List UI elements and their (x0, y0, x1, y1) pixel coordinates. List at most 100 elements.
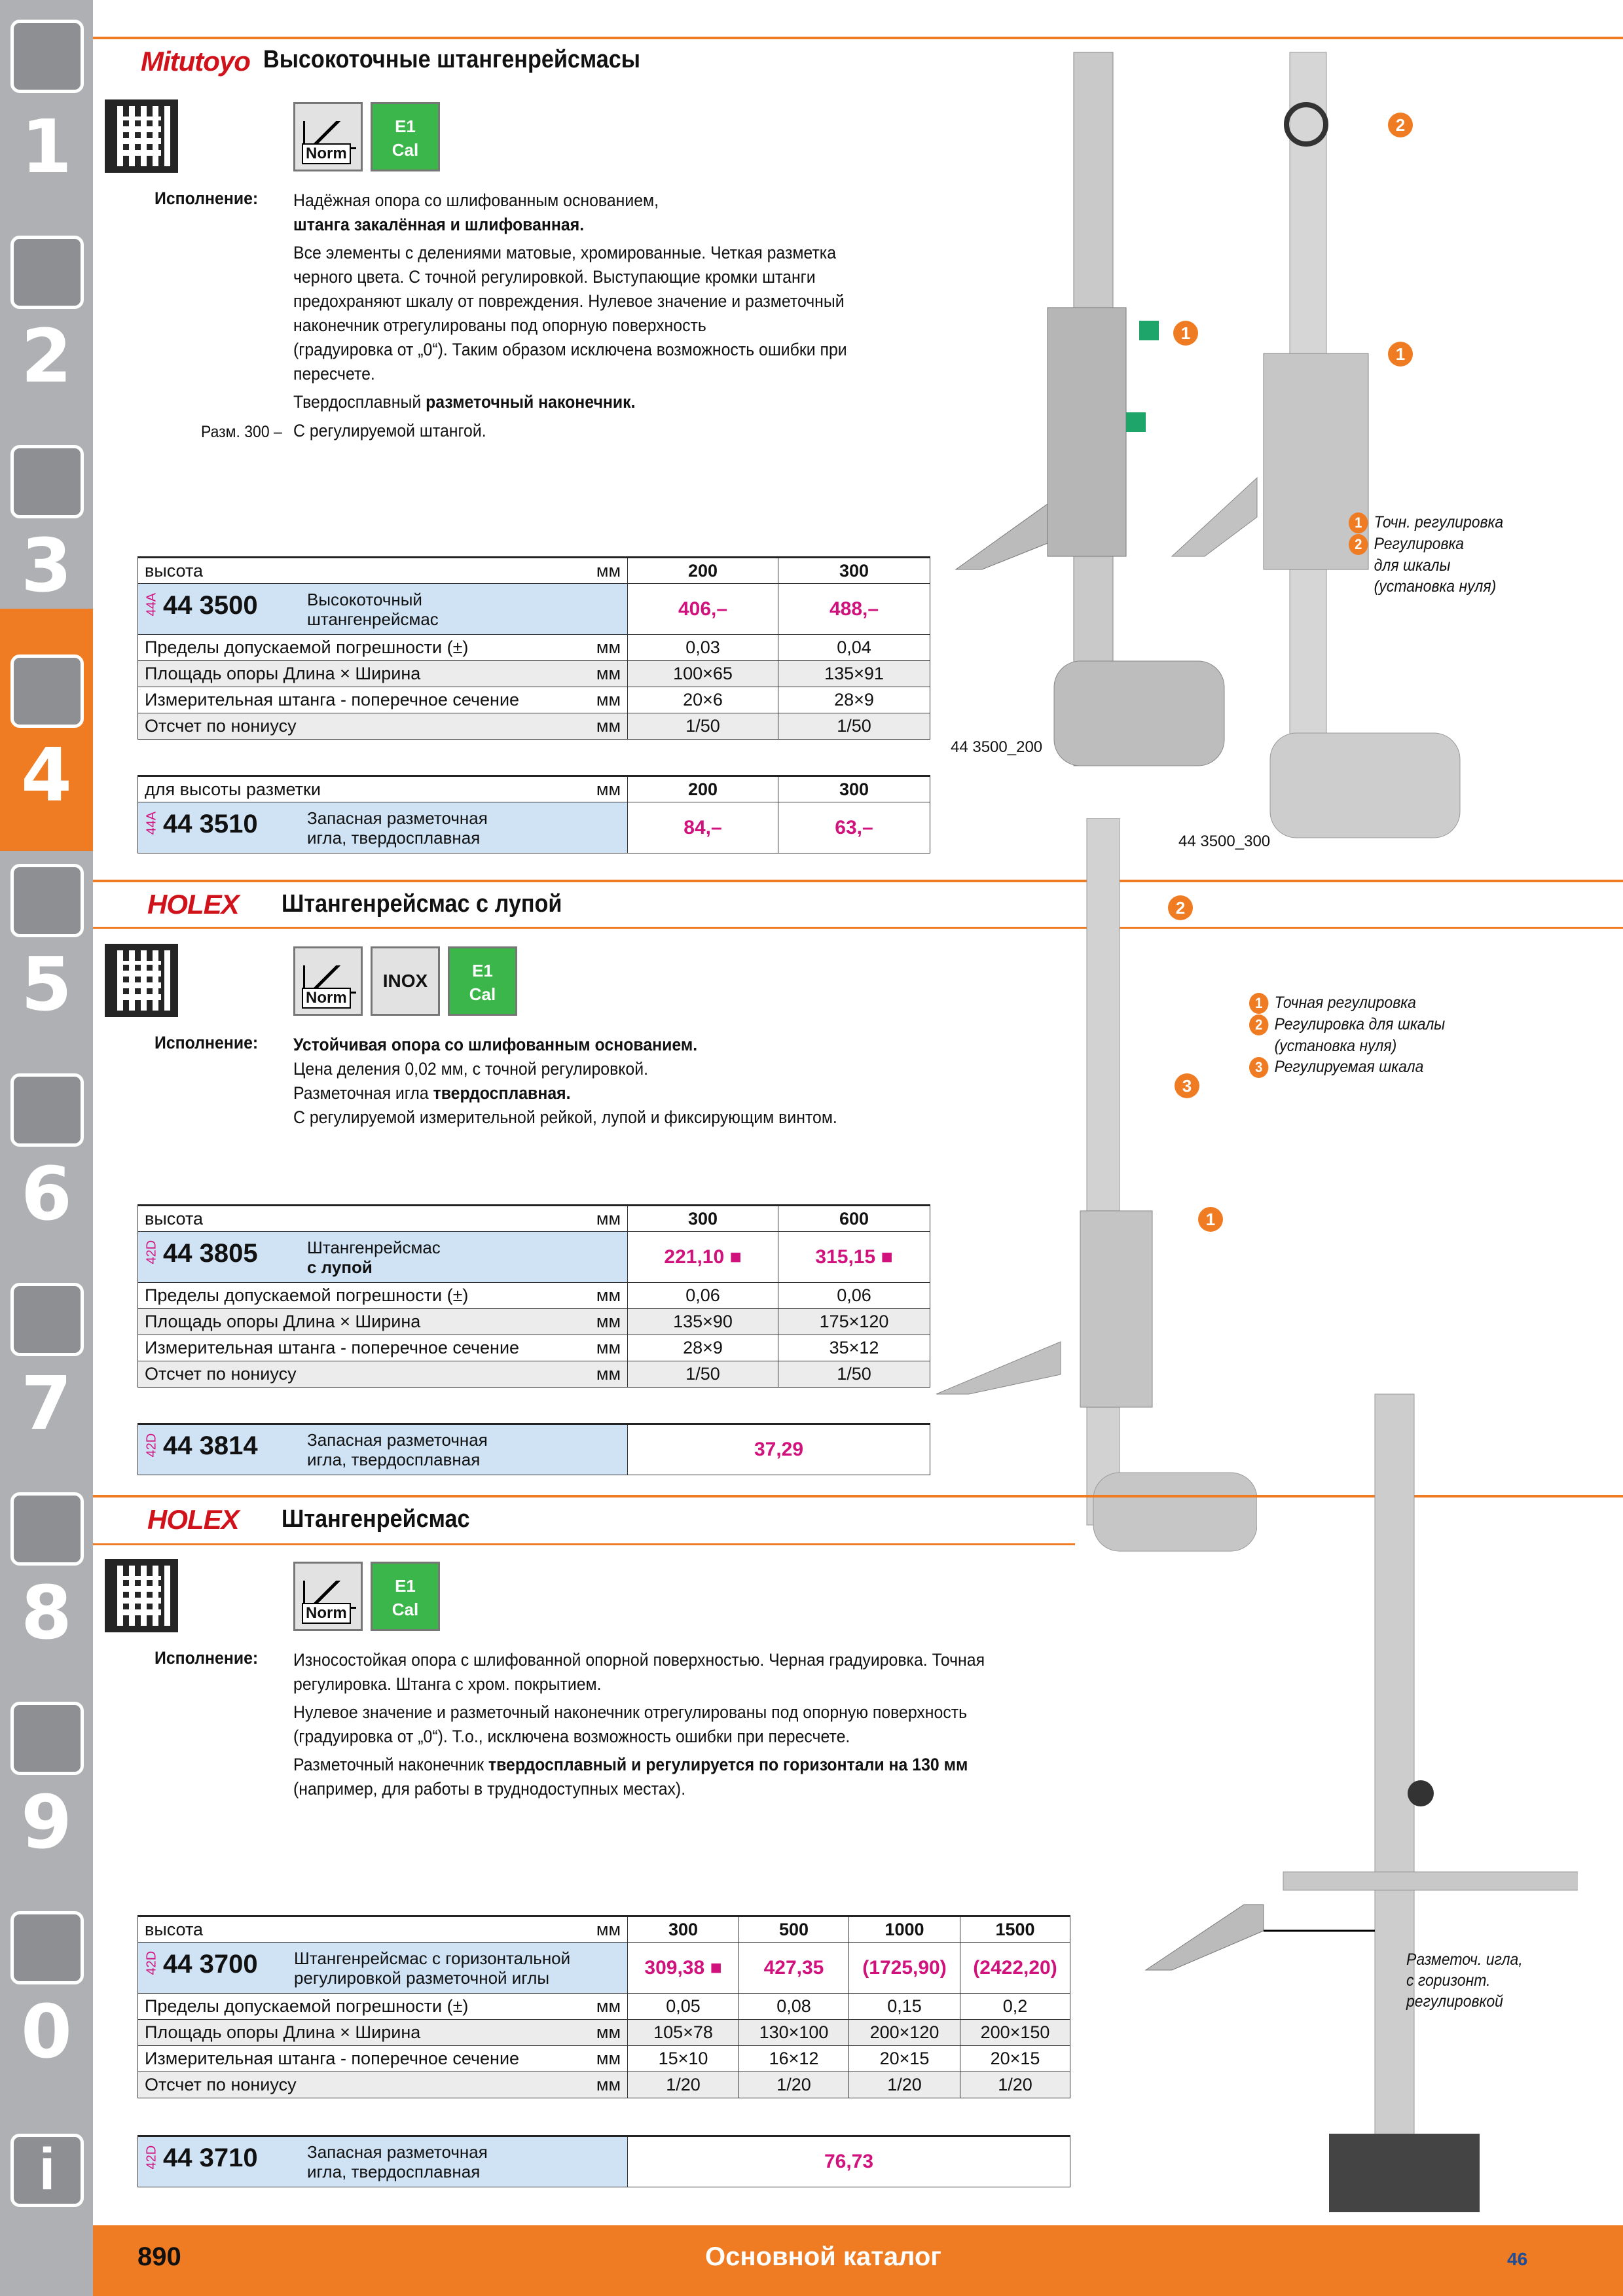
saw-disc-icon[interactable] (10, 864, 84, 937)
brand-logo-holex: HOLEX (147, 1504, 240, 1535)
desc-line: черного цвета. С точной регулировкой. Вы… (293, 267, 816, 287)
sidebar-item-5[interactable]: 5 (21, 942, 72, 1028)
col-header: 600 (778, 1204, 930, 1232)
footer-number: 46 (1507, 2249, 1528, 2269)
section-divider (93, 1543, 1075, 1545)
sidebar-item-8[interactable]: 8 (21, 1571, 72, 1656)
desc-line: предохраняют шкалу от повреждения. Нулев… (293, 291, 845, 311)
col-header: 300 (627, 1204, 778, 1232)
price-cell[interactable]: 309,38 ■ (627, 1942, 739, 1994)
callout-2: 2 (1168, 895, 1193, 920)
section-divider (93, 927, 1623, 929)
section-title: Штангенрейсмас с лупой (282, 890, 562, 918)
col-header: 200 (627, 556, 778, 584)
sidebar-item-7[interactable]: 7 (21, 1361, 72, 1446)
cal-bottom: Cal (469, 984, 496, 1004)
desc-line: Износостойкая опора с шлифованной опорно… (293, 1650, 985, 1670)
callout-1: 1 (1388, 342, 1413, 367)
desc-line-bold: твердосплавная. (433, 1083, 571, 1103)
price-cell[interactable]: 63,– (778, 802, 930, 853)
safety-goggles-icon[interactable] (10, 1911, 84, 1984)
sidebar-item-4[interactable]: 4 (21, 733, 72, 818)
qr-code-icon[interactable] (105, 99, 178, 173)
price-cell[interactable]: 76,73 (627, 2136, 1070, 2187)
cabinet-icon[interactable] (10, 1702, 84, 1775)
execution-label: Исполнение: (155, 188, 259, 208)
col-header: 1500 (960, 1915, 1070, 1943)
image-caption: 44 3500_200 (951, 738, 1043, 756)
table-row: Измерительная штанга - поперечное сечени… (137, 1335, 628, 1361)
sidebar-active-highlight (0, 609, 93, 851)
caliper-icon[interactable] (10, 655, 84, 728)
price-cell[interactable]: 221,10 ■ (627, 1231, 778, 1283)
desc-line-bold: твердосплавный и регулируется по горизон… (488, 1755, 968, 1774)
price-cell[interactable]: 488,– (778, 583, 930, 635)
size-text: С регулируемой штангой. (293, 421, 486, 440)
norm-label: Norm (302, 1603, 351, 1624)
desc-line: (градуировка от „0“). Т.о., исключена во… (293, 1727, 850, 1746)
table-row: Измерительная штанга - поперечное сечени… (137, 687, 628, 713)
height-gauge-magnifier-illustration (936, 818, 1257, 1552)
price-cell[interactable]: 406,– (627, 583, 778, 635)
sidebar-item-9[interactable]: 9 (21, 1780, 72, 1865)
table-row: Пределы допускаемой погрешности (±)мм (137, 1993, 628, 2020)
image-caption: 44 3500_300 (1178, 833, 1271, 850)
sidebar-item-3[interactable]: 3 (21, 524, 72, 609)
price-cell[interactable]: 427,35 (739, 1942, 849, 1994)
col-header: 300 (778, 556, 930, 584)
cutting-insert-icon[interactable] (10, 236, 84, 309)
cal-top: E1 (472, 961, 493, 980)
desc-line: Разметочная игла (293, 1083, 433, 1103)
pliers-icon[interactable] (10, 1283, 84, 1356)
table-row: Пределы допускаемой погрешности (±)мм (137, 634, 628, 661)
desc-line: Все элементы с делениями матовые, хромир… (293, 243, 837, 262)
page-number: 890 (137, 2242, 181, 2271)
sidebar-item-0[interactable]: 0 (21, 1990, 72, 2075)
toolbox-icon[interactable] (10, 1492, 84, 1566)
section-title: Высокоточные штангенрейсмасы (263, 46, 641, 73)
info-icon[interactable]: i (10, 2134, 84, 2207)
qr-code-icon[interactable] (105, 1559, 178, 1632)
price-cell[interactable]: (1725,90) (848, 1942, 960, 1994)
size-label: Разм. 300 – (201, 423, 282, 441)
desc-line: Цена деления 0,02 мм, с точной регулиров… (293, 1059, 649, 1079)
price-cell[interactable]: (2422,20) (960, 1942, 1070, 1994)
drill-icon[interactable] (10, 20, 84, 93)
sidebar-item-1[interactable]: 1 (21, 105, 72, 190)
desc-line: пересчете. (293, 364, 375, 384)
section-divider (93, 37, 1623, 39)
wrench-icon[interactable] (10, 1073, 84, 1147)
price-cell[interactable]: 37,29 (627, 1424, 930, 1475)
footer: 890 Основной каталог 46 (93, 2225, 1623, 2296)
description: Устойчивая опора со шлифованным основани… (293, 1033, 837, 1130)
brand-logo-holex: HOLEX (147, 889, 240, 920)
chuck-icon[interactable] (10, 445, 84, 518)
price-cell[interactable]: 315,15 ■ (778, 1231, 930, 1283)
sidebar-item-6[interactable]: 6 (21, 1152, 72, 1237)
legend: Разметоч. игла, с горизонт. регулировкой (1406, 1950, 1523, 2011)
qr-code-icon[interactable] (105, 944, 178, 1017)
description: Износостойкая опора с шлифованной опорно… (293, 1648, 985, 1801)
execution-label: Исполнение: (155, 1033, 259, 1052)
desc-line: Надёжная опора со шлифованным основанием… (293, 190, 659, 210)
sidebar-item-2[interactable]: 2 (21, 314, 72, 399)
callout-1: 1 (1173, 321, 1198, 346)
price-cell[interactable]: 84,– (627, 802, 778, 853)
